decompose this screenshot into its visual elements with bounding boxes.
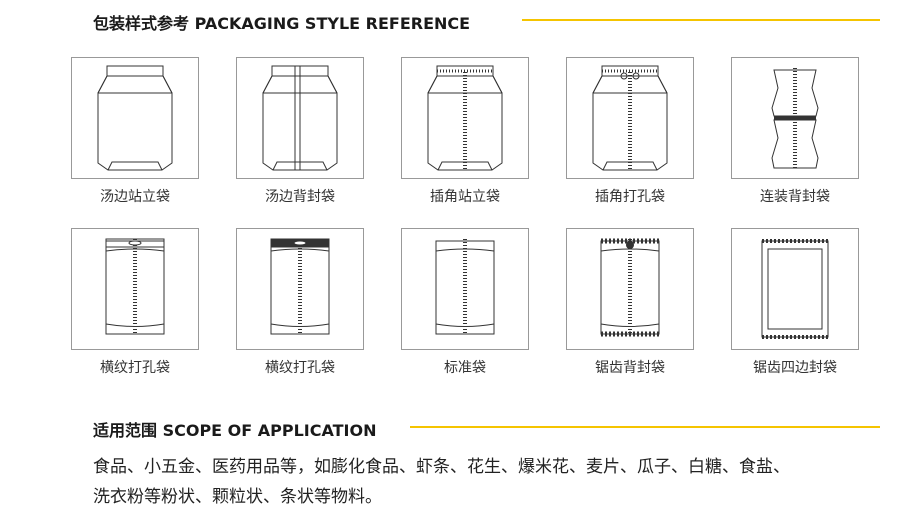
packaging-style-card: 锯齿背封袋 [566,228,694,377]
packaging-style-card: 横纹打孔袋 [236,228,364,377]
packaging-style-label: 汤边背封袋 [265,189,335,205]
packaging-style-card: 汤边背封袋 [236,57,364,206]
scope-line: 食品、小五金、医药用品等，如膨化食品、虾条、花生、爆米花、麦片、瓜子、白糖、食盐… [93,457,790,477]
gusset-punched-pouch-icon [566,57,694,179]
packaging-style-card: 插角打孔袋 [566,57,694,206]
packaging-style-card: 连装背封袋 [731,57,859,206]
title-divider [522,19,880,21]
packaging-style-label: 横纹打孔袋 [265,360,335,376]
packaging-style-label: 连装背封袋 [760,189,830,205]
standard-bag-icon [401,228,529,350]
packaging-style-card: 标准袋 [401,228,529,377]
back-seal-gusset-pouch-icon [236,57,364,179]
packaging-style-card: 锯齿四边封袋 [731,228,859,377]
packaging-style-label: 锯齿四边封袋 [753,360,837,376]
title-divider [410,426,880,428]
serrated-back-seal-bag-icon [566,228,694,350]
packaging-style-card: 汤边站立袋 [71,57,199,206]
connected-back-seal-bag-icon [731,57,859,179]
packaging-style-label: 汤边站立袋 [100,189,170,205]
packaging-style-card: 横纹打孔袋 [71,228,199,377]
scope-line: 洗衣粉等粉状、颗粒状、条状等物料。 [93,487,382,507]
serrated-four-side-seal-bag-icon [731,228,859,350]
scope-description: 食品、小五金、医药用品等，如膨化食品、虾条、花生、爆米花、麦片、瓜子、白糖、食盐… [93,452,893,512]
gusset-stand-up-pouch-icon [401,57,529,179]
stand-up-pouch-icon [71,57,199,179]
packaging-style-label: 插角站立袋 [430,189,500,205]
packaging-style-card: 插角站立袋 [401,57,529,206]
horizontal-stripe-punched-bag-icon [71,228,199,350]
section-title-scope: 适用范围 SCOPE OF APPLICATION [93,421,377,440]
horizontal-stripe-punched-bag-icon [236,228,364,350]
packaging-style-label: 标准袋 [444,360,486,376]
section-title-packaging: 包装样式参考 PACKAGING STYLE REFERENCE [93,14,471,33]
packaging-style-label: 横纹打孔袋 [100,360,170,376]
packaging-style-label: 插角打孔袋 [595,189,665,205]
packaging-style-label: 锯齿背封袋 [595,360,665,376]
